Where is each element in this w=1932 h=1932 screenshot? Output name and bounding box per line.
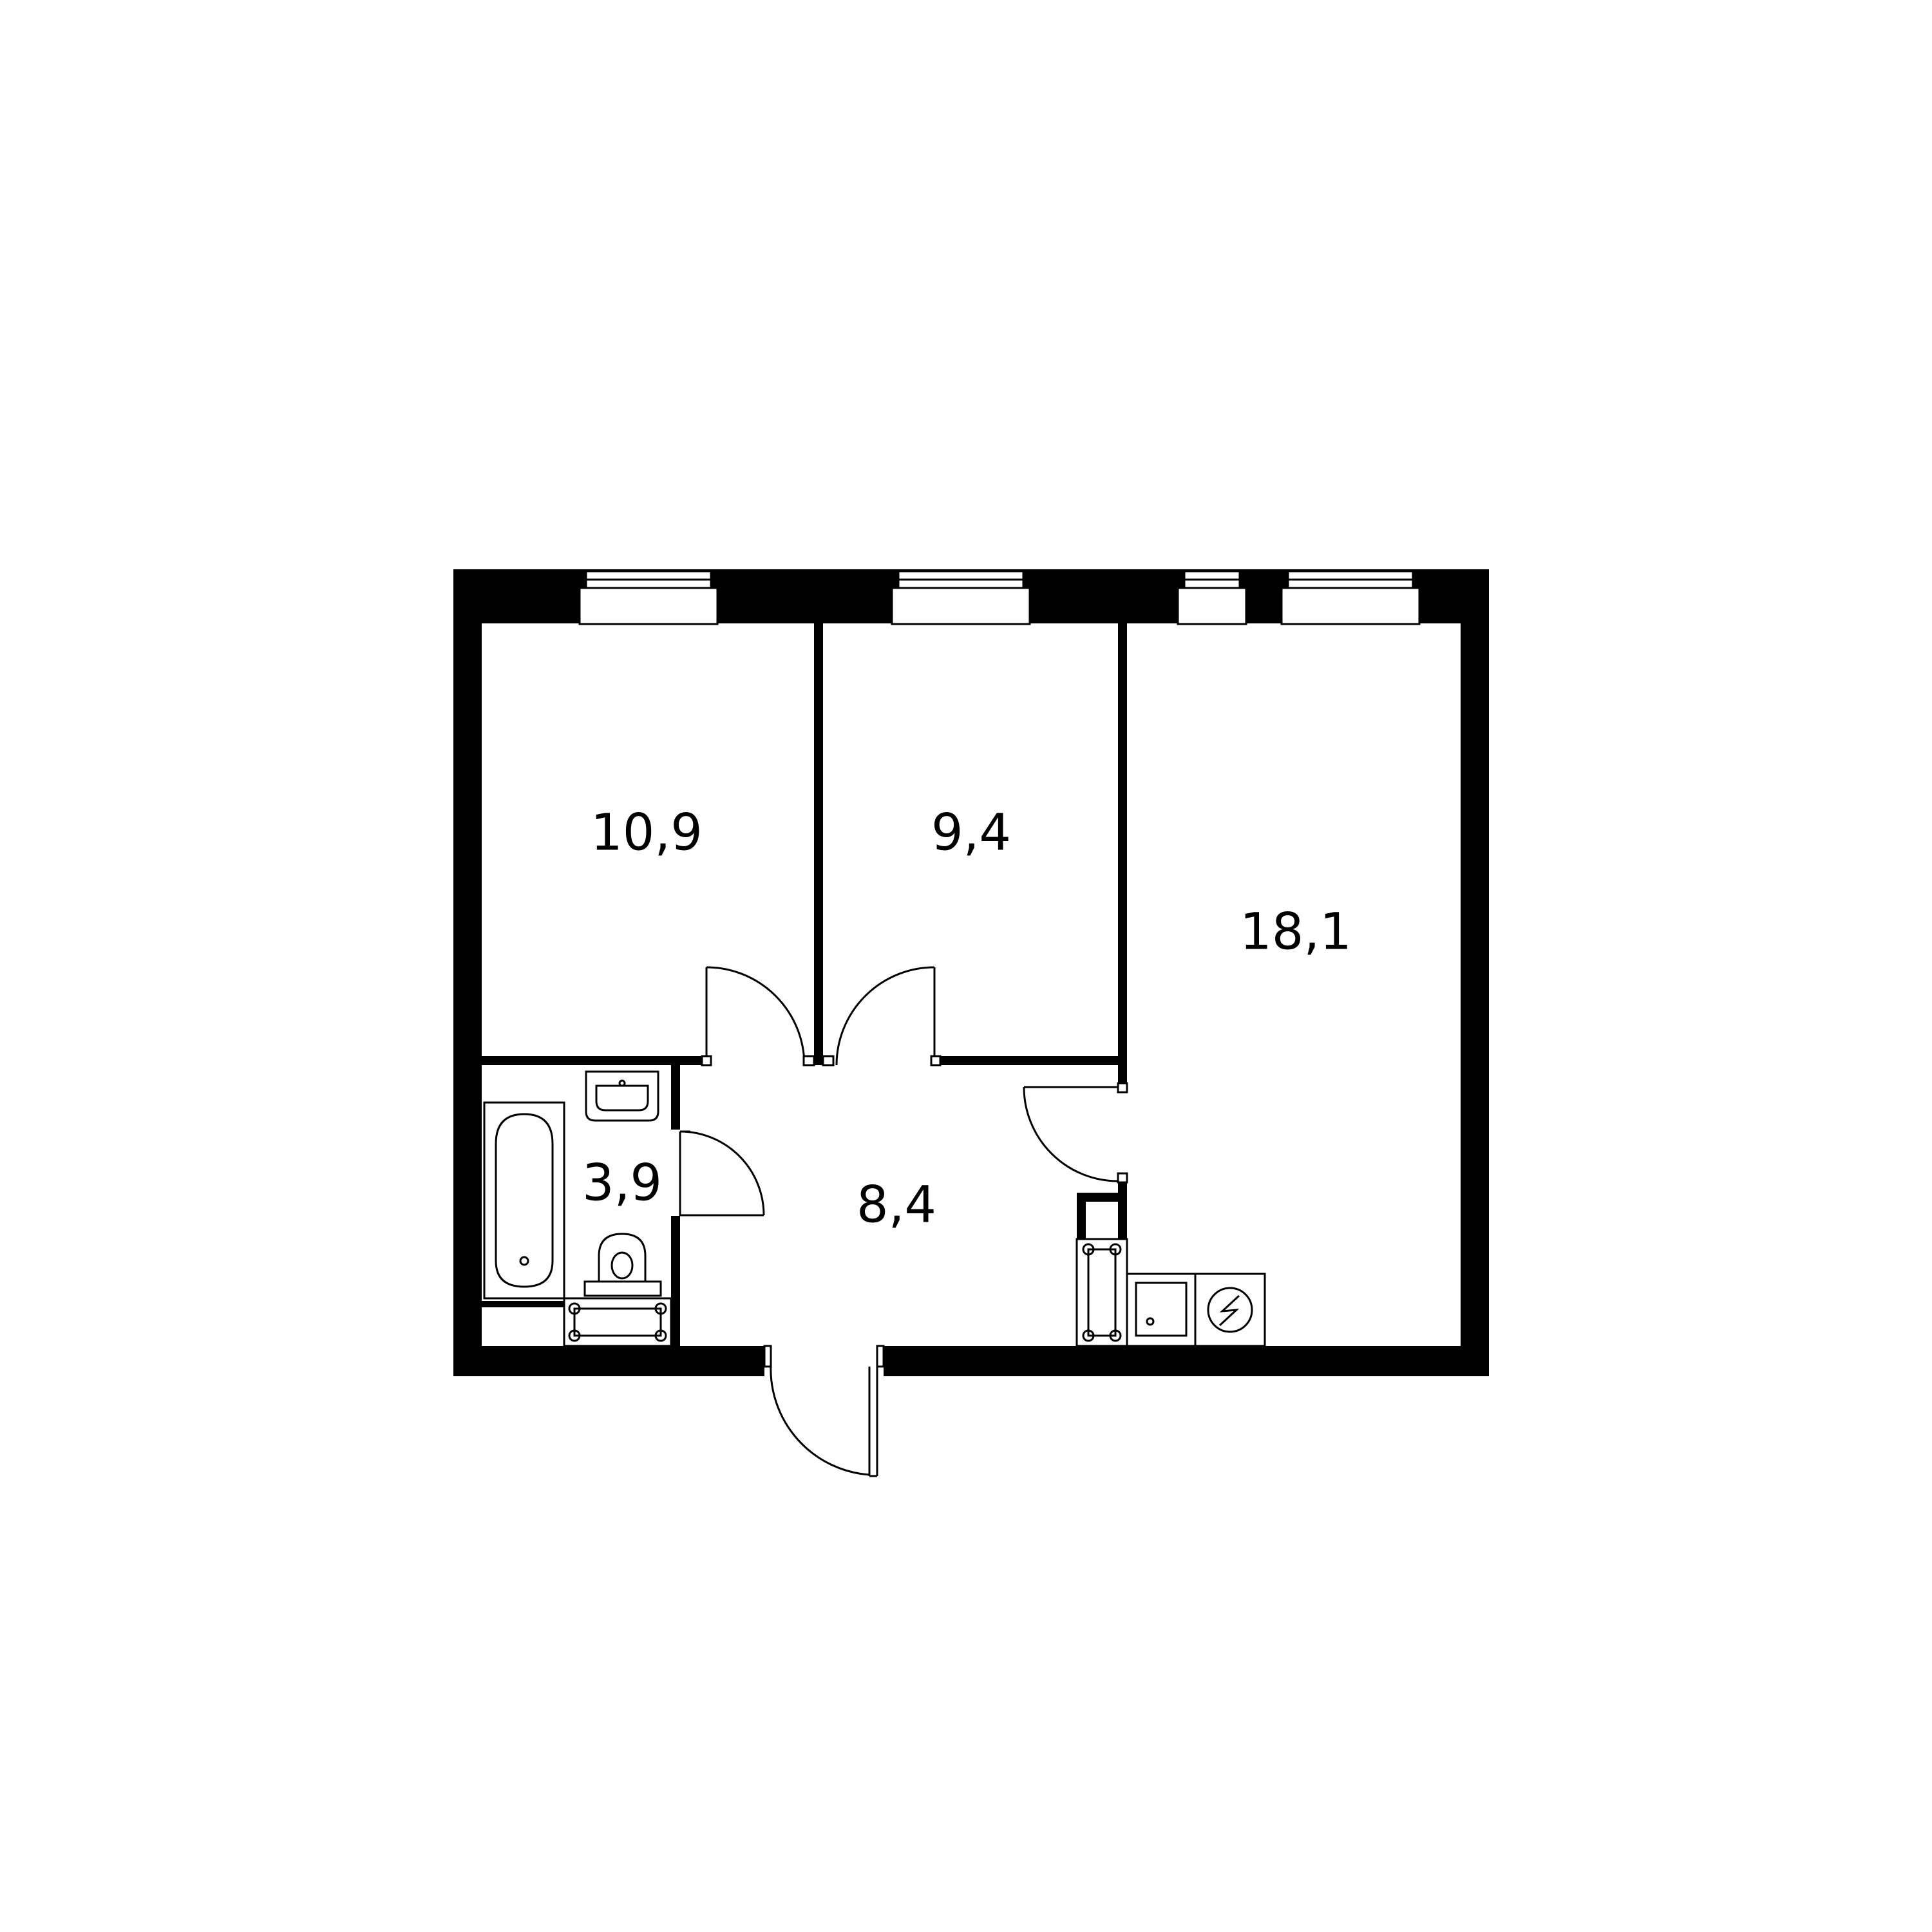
door-entrance bbox=[763, 1345, 885, 1477]
area-hallway: 8,4 bbox=[857, 1176, 936, 1234]
wall-bedroom-middle-bottom bbox=[940, 1056, 1127, 1065]
window-living-large bbox=[1280, 570, 1421, 625]
interior-walls bbox=[482, 623, 1127, 1346]
wall-bathroom-right-lower bbox=[671, 1216, 680, 1346]
toilet-icon bbox=[583, 1233, 662, 1297]
windows bbox=[578, 570, 1421, 625]
outer-wall-right bbox=[1461, 569, 1489, 1376]
wall-bedroom-left-bottom bbox=[482, 1056, 702, 1065]
door-bathroom bbox=[679, 1130, 765, 1217]
wall-middle-living-divider bbox=[1118, 623, 1127, 1087]
door-living bbox=[1023, 1082, 1128, 1184]
wall-bedrooms-divider bbox=[814, 623, 823, 1065]
outer-wall-bottom-right bbox=[884, 1346, 1489, 1376]
wall-kitchen-riser bbox=[1077, 1193, 1123, 1202]
kitchen-fixtures bbox=[1075, 1238, 1266, 1347]
window-bedroom-left bbox=[578, 570, 719, 625]
bathroom-fixtures bbox=[483, 1070, 672, 1347]
door-bedroom-middle bbox=[822, 966, 942, 1066]
window-bedroom-middle bbox=[891, 570, 1031, 625]
outer-wall-left bbox=[453, 569, 482, 1376]
doors bbox=[679, 966, 1128, 1477]
window-living-small bbox=[1177, 570, 1247, 625]
area-bathroom: 3,9 bbox=[582, 1154, 662, 1212]
wall-bathroom-right-upper bbox=[671, 1065, 680, 1130]
sink-icon bbox=[585, 1070, 659, 1122]
stove-icon bbox=[1194, 1273, 1266, 1347]
bathroom-heater-icon bbox=[563, 1297, 672, 1347]
area-bedroom-middle: 9,4 bbox=[931, 804, 1011, 862]
area-labels: 10,9 9,4 18,1 3,9 8,4 bbox=[582, 804, 1352, 1234]
door-bedroom-left bbox=[701, 966, 815, 1066]
kitchen-heater-icon bbox=[1075, 1238, 1128, 1347]
outer-wall-bottom-left bbox=[453, 1346, 764, 1376]
area-living-kitchen: 18,1 bbox=[1240, 903, 1352, 961]
wall-kitchen-riser-right bbox=[1118, 1179, 1127, 1239]
wall-kitchen-riser-left bbox=[1077, 1193, 1086, 1239]
area-bedroom-left: 10,9 bbox=[591, 804, 703, 862]
wall-bathroom-bottom bbox=[482, 1301, 564, 1307]
kitchen-sink-icon bbox=[1126, 1273, 1197, 1347]
bathtub-icon bbox=[483, 1101, 565, 1300]
